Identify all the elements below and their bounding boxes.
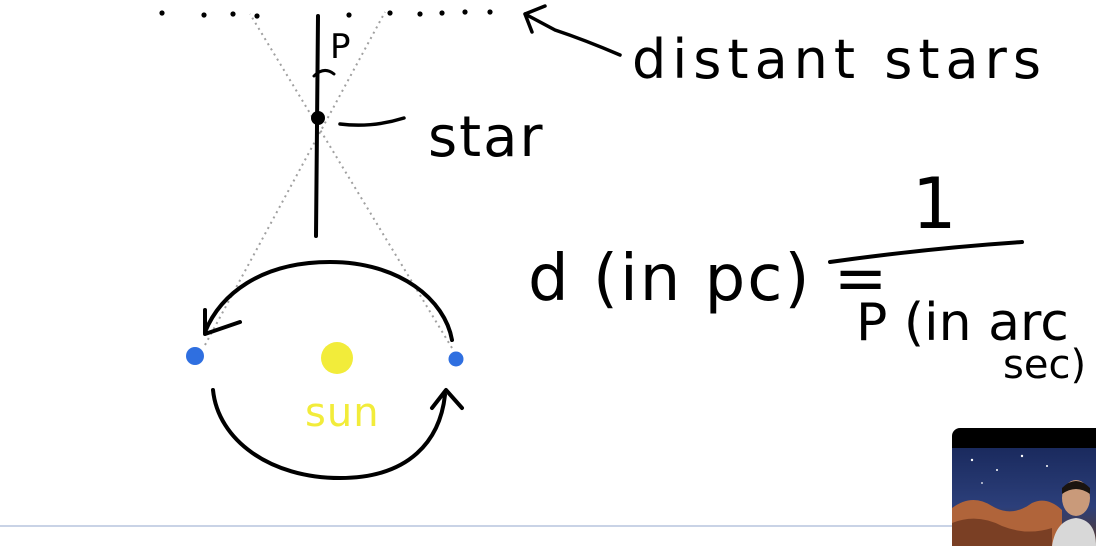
star-dot [311, 111, 325, 125]
orbit-right-arrowhead [430, 388, 464, 410]
earth-right-dot [448, 351, 464, 367]
parallax-angle-arc [312, 69, 336, 78]
star-pointer [338, 116, 406, 127]
earth-left-dot [186, 347, 204, 365]
equation-denominator-line2: sec) [1003, 342, 1086, 388]
presenter-video [952, 428, 1096, 546]
sun-dot [321, 342, 353, 374]
presenter-video-icon [952, 448, 1096, 546]
sun-label: sun [305, 390, 380, 436]
orbit-lower-arc [211, 388, 447, 481]
equation-denominator-line1: P (in arc [856, 293, 1069, 353]
orbit-left-arrowhead [203, 308, 242, 336]
orbit-upper-arc [203, 259, 454, 342]
distant-stars-label: distant stars [632, 28, 1047, 91]
equation-lhs: d (in pc) = [528, 242, 889, 316]
star-label: star [428, 105, 544, 170]
equation-numerator: 1 [912, 163, 957, 245]
parallax-angle-label: P [330, 27, 351, 67]
bottom-divider [0, 525, 1096, 527]
distant-star-dots [159, 9, 493, 19]
fraction-bar [828, 240, 1024, 264]
sight-lines [204, 11, 453, 349]
distant-stars-arrow [523, 4, 622, 57]
sun-star-line [314, 14, 320, 238]
